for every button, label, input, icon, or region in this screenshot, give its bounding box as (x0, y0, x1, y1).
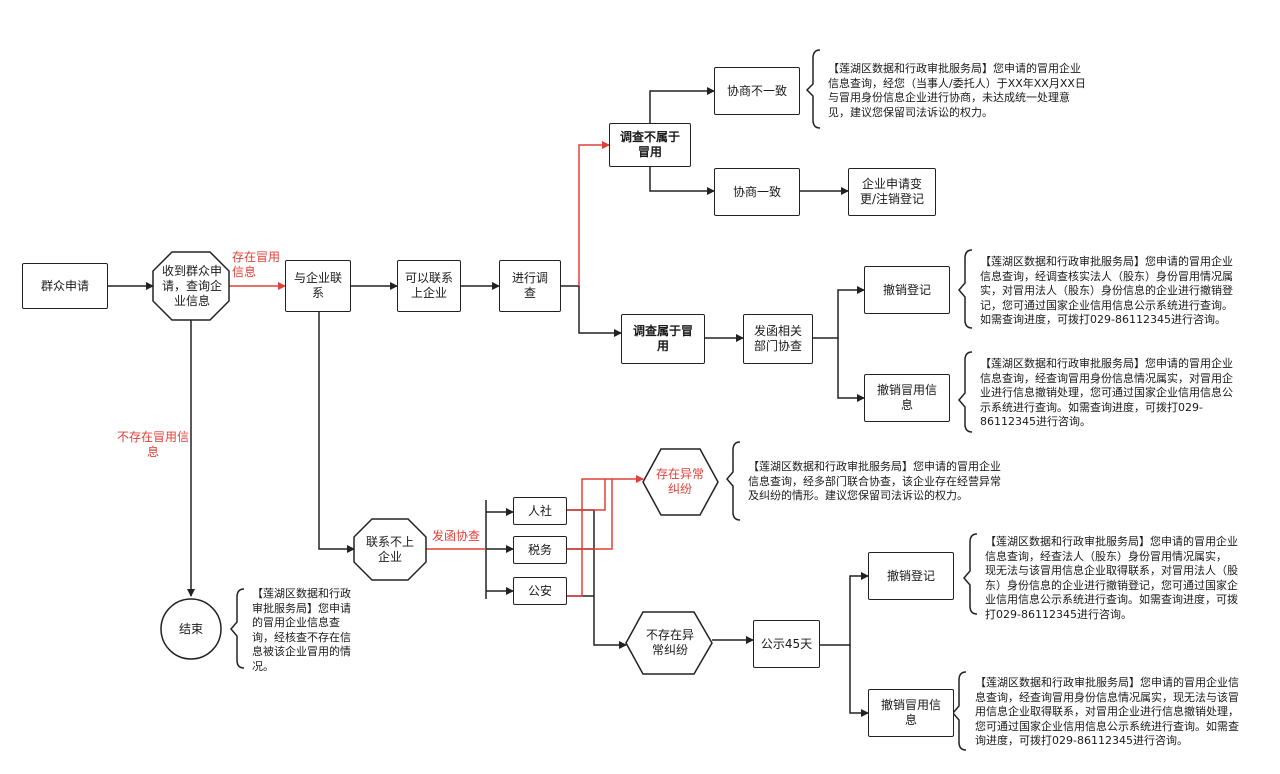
label-send-check: 发函协查 (432, 529, 481, 543)
brace-has-abnormal (726, 441, 741, 521)
node-revoke-reg-2: 撤销登记 (868, 552, 954, 600)
node-revoke-info-1: 撤销冒用信息 (864, 374, 950, 422)
brace-revoke-info-2 (952, 671, 967, 751)
note-revoke-reg-1: 【莲湖区数据和行政审批服务局】您申请的冒用企业信息查询，经调查核实法人（股东）身… (980, 255, 1233, 327)
brace-end (230, 588, 245, 669)
node-has-abnormal: 存在异常纠纷 (656, 467, 705, 496)
node-revoke-info-2: 撤销冒用信息 (868, 689, 954, 737)
note-revoke-info-2: 【莲湖区数据和行政审批服务局】您申请的冒用企业信息查询，经查询冒用身份信息情况属… (975, 676, 1239, 748)
receive-octagon (152, 251, 230, 321)
node-contact: 与企业联系 (285, 260, 351, 312)
note-revoke-reg-2: 【莲湖区数据和行政审批服务局】您申请的冒用企业信息查询，经查法人（股东）身份冒用… (985, 535, 1238, 621)
node-no-abnormal: 不存在异常纠纷 (645, 628, 694, 657)
edge-notfraud-negok (649, 167, 715, 195)
node-cannot-contact: 联系不上企业 (366, 535, 415, 564)
edge-contact-cannotcontact (318, 312, 355, 553)
label-exists: 存在冒用信息 (232, 250, 281, 279)
node-is-fraud: 调查属于冒用 (621, 314, 705, 364)
node-investigate: 进行调查 (499, 260, 561, 312)
edge-investigate-isfraud (561, 285, 622, 337)
edge-publicize-revokereg2 (820, 572, 869, 646)
label-not-exists: 不存在冒用信息 (116, 430, 189, 459)
cannot-contact-octagon (353, 518, 427, 581)
brace-neg-fail (805, 49, 821, 129)
edge-letter-revokereg1 (813, 286, 865, 339)
node-neg-fail: 协商不一致 (714, 67, 800, 115)
note-has-abnormal: 【莲湖区数据和行政审批服务局】您申请的冒用企业信息查询，经多部门联合协查，该企业… (748, 460, 1001, 503)
edge-publicize-revokeinfo2 (849, 645, 869, 717)
edge-hr-hasabnormal (567, 479, 606, 511)
brace-revoke-reg-1 (958, 249, 973, 329)
node-neg-ok: 协商一致 (714, 168, 800, 216)
note-revoke-info-1: 【莲湖区数据和行政审批服务局】您申请的冒用企业信息查询，经查询冒用身份信息情况属… (980, 357, 1233, 429)
node-send-letter: 发函相关部门协查 (743, 314, 813, 364)
node-tax: 税务 (513, 536, 567, 564)
note-end: 【莲湖区数据和行政审批服务局】您申请的冒用企业信息查询，经核查不存在信息被该企业… (252, 587, 351, 673)
has-abnormal-hexagon (642, 448, 719, 516)
node-not-fraud: 调查不属于冒用 (609, 123, 691, 167)
node-end: 结束 (178, 621, 203, 636)
node-apply: 群众申请 (22, 263, 108, 309)
node-hr: 人社 (513, 497, 567, 525)
edge-hr-merge (567, 509, 627, 649)
brace-revoke-reg-2 (963, 533, 978, 615)
note-neg-fail: 【莲湖区数据和行政审批服务局】您申请的冒用企业信息查询，经您（当事人/委托人）于… (828, 62, 1086, 119)
edge-investigate-notfraud (578, 141, 610, 286)
end-circle (160, 598, 222, 660)
no-abnormal-hexagon (625, 611, 713, 675)
node-receive: 收到群众申请，查询企业信息 (161, 263, 222, 308)
node-company-change: 企业申请变更/注销登记 (848, 168, 936, 216)
brace-revoke-info-1 (958, 351, 973, 433)
node-publicize: 公示45天 (753, 620, 820, 668)
edge-letter-revokeinfo1 (837, 338, 865, 402)
edge-police-hasabnormal (567, 475, 644, 597)
edge-notfraud-negfail (649, 87, 715, 123)
node-police: 公安 (513, 577, 567, 605)
node-can-contact: 可以联系上企业 (397, 260, 461, 312)
node-revoke-reg-1: 撤销登记 (864, 266, 950, 314)
edge-tax-hasabnormal (567, 479, 613, 550)
